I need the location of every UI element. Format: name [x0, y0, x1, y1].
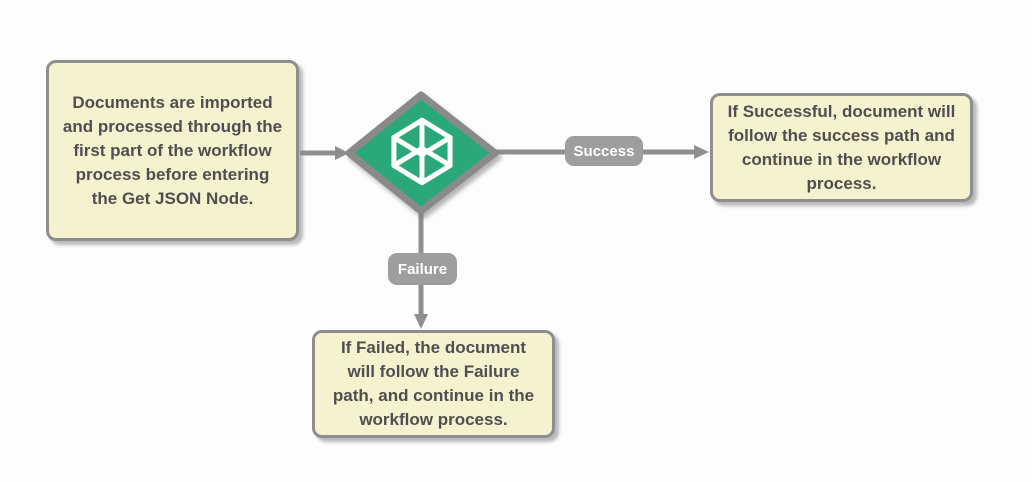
note-box-import-process: Documents are imported and processed thr…: [46, 60, 299, 241]
note-text: If Successful, document will follow the …: [727, 101, 956, 193]
note-text: If Failed, the document will follow the …: [332, 338, 535, 429]
arrowhead-down-icon: [414, 314, 428, 329]
connector-left-to-diamond: [300, 146, 349, 160]
arrowhead-right-icon: [335, 146, 349, 160]
wireframe-cube-icon: [391, 117, 453, 186]
arrowhead-right-icon: [694, 145, 709, 159]
diamond-shape: [345, 91, 499, 215]
decision-node: [340, 87, 506, 226]
failure-edge-label: Failure: [388, 253, 457, 285]
failure-label-text: Failure: [397, 260, 448, 278]
note-text: Documents are imported and processed thr…: [62, 92, 283, 208]
note-box-success-path: If Successful, document will follow the …: [710, 93, 973, 202]
note-box-failure-path: If Failed, the document will follow the …: [312, 330, 555, 438]
success-edge-label: Success: [565, 136, 643, 166]
success-label-text: Success: [573, 142, 635, 160]
